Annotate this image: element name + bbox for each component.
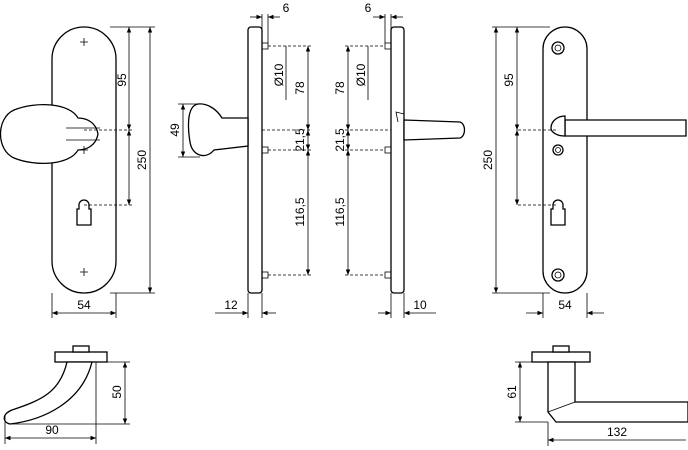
crosshair-mid-icon <box>80 146 88 154</box>
dim-plate-width-right: 54 <box>558 298 572 312</box>
top-view-lever-angular: 61 132 <box>505 345 688 446</box>
crosshair-bottom-icon <box>80 268 88 276</box>
dim-side-upper-right: 78 <box>333 81 347 95</box>
side-lever-icon <box>395 111 466 141</box>
cylinder-hole-right-icon <box>550 199 566 226</box>
side-plate-right <box>390 26 405 294</box>
screw-bottom-icon <box>551 268 565 282</box>
dim-thickness-right: 10 <box>413 298 427 312</box>
side-view-knob: 6 Ø10 78 21,5 116,5 49 12 <box>168 1 312 318</box>
dim-plate-length-left: 250 <box>135 150 149 170</box>
crosshair-top-icon <box>80 38 88 46</box>
dim-side-mid-left: 21,5 <box>293 128 307 152</box>
dim-top-offset-right: 6 <box>365 1 372 15</box>
curved-lever-icon <box>3 361 93 425</box>
lever-handle-icon <box>550 115 687 137</box>
side-view-lever: 6 Ø10 78 21,5 116,5 10 <box>333 1 466 318</box>
dim-hole-dia-right: Ø10 <box>354 63 368 86</box>
top-view-lever-curved: 50 90 <box>3 345 130 444</box>
cylinder-hole-icon <box>76 199 92 226</box>
front-view-knob: 95 250 54 <box>0 26 155 318</box>
dim-thickness-left: 12 <box>224 298 238 312</box>
dim-upper-spacing-right: 95 <box>502 73 516 87</box>
dim-top-offset-left: 6 <box>283 1 290 15</box>
dim-plate-width-left: 54 <box>77 298 91 312</box>
screw-top-icon <box>551 41 565 55</box>
dim-side-upper-left: 78 <box>293 81 307 95</box>
screw-mid-icon <box>552 144 564 156</box>
dim-hole-dia-left: Ø10 <box>272 63 286 86</box>
dim-side-lower-right: 116,5 <box>333 197 347 226</box>
dim-lever-a-height: 50 <box>110 385 124 399</box>
dim-side-mid-right: 21,5 <box>333 128 347 152</box>
dim-upper-spacing-left: 95 <box>115 73 129 87</box>
knob-icon <box>0 104 100 164</box>
dim-plate-length-right: 250 <box>481 150 495 170</box>
angular-lever-icon <box>547 361 688 423</box>
backplate-right <box>542 26 588 294</box>
side-plate-left <box>247 26 263 294</box>
dim-lever-b-length: 132 <box>607 425 627 439</box>
dim-knob-height: 49 <box>168 123 182 137</box>
dim-lever-a-length: 90 <box>45 423 59 437</box>
front-view-lever: 95 250 54 <box>481 26 687 318</box>
side-knob-icon <box>187 103 249 157</box>
dim-lever-b-height: 61 <box>505 385 519 399</box>
dim-side-lower-left: 116,5 <box>293 197 307 226</box>
